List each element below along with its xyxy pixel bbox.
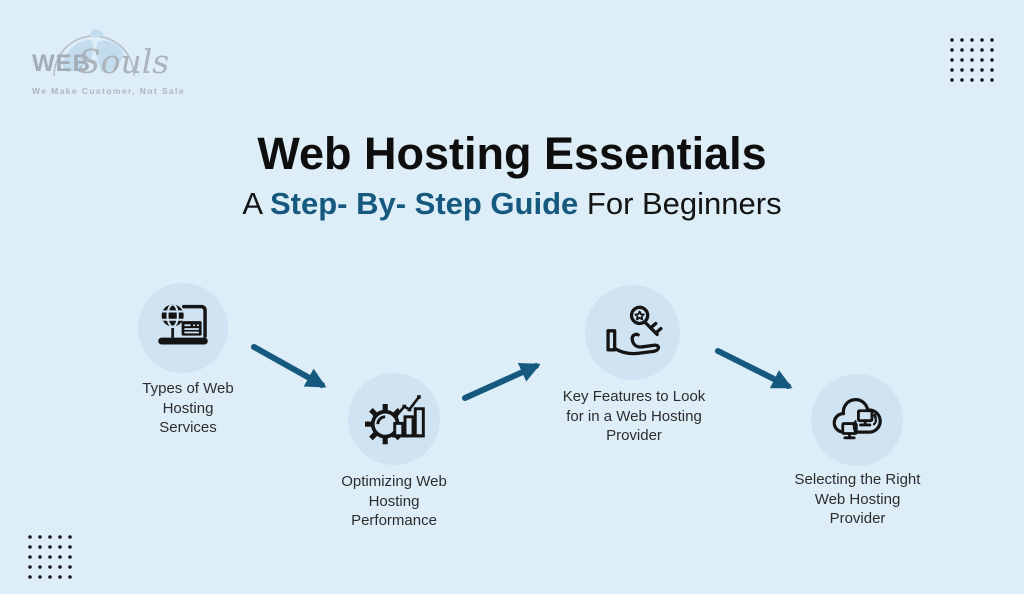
step-label-selecting-provider: Selecting the Right Web Hosting Provider: [794, 471, 921, 527]
subtitle-suffix: For Beginners: [578, 186, 782, 221]
step-circle-types-of-hosting: [138, 283, 228, 373]
logo-brand-web: WEB: [32, 50, 91, 77]
step-label-types-of-hosting: Types of Web Hosting Services: [142, 380, 234, 436]
globe-logo-icon: [53, 29, 135, 77]
gear-performance-chart-icon: [365, 395, 425, 445]
arrow-step3-to-step4: [715, 348, 793, 389]
hand-holding-key-icon: [605, 305, 663, 355]
logo-brand-souls: Souls: [78, 42, 170, 81]
logo-tagline: We Make Customer, Not Sale: [32, 86, 185, 96]
laptop-globe-hosting-icon: [158, 304, 208, 345]
step-circle-key-features: [585, 285, 680, 380]
cloud-computers-sync-icon: [832, 398, 882, 440]
websouls-logo: WEB Souls We Make Customer, Not Sale: [30, 24, 185, 104]
page-subtitle: A Step- By- Step Guide For Beginners: [0, 186, 1024, 222]
subtitle-highlight: Step- By- Step Guide: [269, 186, 579, 221]
subtitle-prefix: A: [242, 186, 270, 221]
bottom-white-strip: [0, 594, 1024, 601]
page-title: Web Hosting Essentials: [257, 128, 767, 179]
step-circle-selecting-provider: [811, 374, 903, 466]
dot-grid-decoration-bottom-left: [25, 532, 72, 579]
step-circle-optimizing-performance: [348, 373, 440, 465]
step-label-key-features: Key Features to Look for in a Web Hostin…: [562, 388, 706, 444]
step-label-optimizing-performance: Optimizing Web Hosting Performance: [341, 473, 447, 529]
dot-grid-decoration-top-right: [947, 35, 994, 82]
arrow-step2-to-step3: [462, 362, 541, 401]
